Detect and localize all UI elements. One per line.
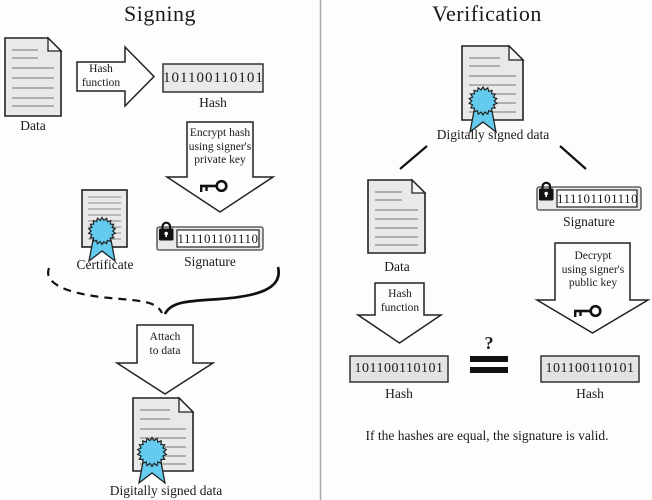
hash-value: 101100110101 [163, 70, 264, 86]
certificate-label: Certificate [76, 257, 134, 272]
hash-box-left-result [349, 355, 449, 383]
signed-data-label-left: Digitally signed data [109, 483, 223, 498]
equals-question-mark: ? [484, 333, 494, 353]
hash-box-right-result [540, 355, 640, 383]
attach-arrow-icon [114, 324, 216, 395]
hash-function-label-right: Hash function [380, 288, 420, 314]
signed-data-label-right: Digitally signed data [436, 127, 550, 142]
signature-label: Signature [184, 254, 236, 269]
equals-icon [470, 356, 508, 373]
decrypt-label: Decrypt using signer's public key [561, 250, 625, 290]
data-label-right: Data [384, 259, 410, 274]
signed-document-icon-right [461, 44, 525, 134]
padlock-icon-right [539, 181, 554, 201]
split-line-right [559, 145, 587, 170]
hash-left-label: Hash [385, 386, 413, 401]
signature-value: 111101101110 [177, 231, 259, 246]
seal-icon-left [136, 436, 168, 485]
certificate-seal-icon [87, 216, 117, 263]
private-key-icon [199, 179, 228, 193]
padlock-icon [159, 221, 174, 241]
data-document-icon-right [367, 178, 427, 254]
conclusion-text: If the hashes are equal, the signature i… [365, 428, 609, 443]
hash-function-label: Hash function [81, 63, 121, 89]
signature-label-right: Signature [563, 214, 615, 229]
public-key-icon [574, 304, 602, 318]
hash-function-arrow-icon [76, 45, 156, 108]
signature-box [156, 221, 264, 251]
hash-left-value: 101100110101 [354, 361, 444, 376]
hash-right-value: 101100110101 [545, 361, 635, 376]
data-label: Data [20, 118, 46, 133]
decrypt-arrow-icon [534, 242, 651, 334]
split-line-left [399, 145, 428, 170]
signature-value-right: 111101101110 [557, 191, 639, 206]
attach-label: Attach to data [149, 331, 181, 357]
encrypt-label: Encrypt hash using signer's private key [188, 127, 252, 167]
encrypt-arrow-icon [164, 121, 276, 213]
certificate-icon [81, 189, 128, 263]
seal-icon-right [468, 85, 498, 134]
hash-value-box [162, 63, 264, 93]
hash-right-label: Hash [576, 386, 604, 401]
hash-function-arrow-icon-right [355, 282, 444, 344]
brace-solid-curve [163, 266, 281, 315]
verification-title: Verification [432, 1, 542, 26]
signature-box-right [536, 181, 642, 211]
data-document-icon [4, 36, 63, 117]
brace-dashed-curve [47, 267, 163, 314]
signed-document-icon-left [132, 396, 195, 485]
hash-label: Hash [199, 95, 227, 110]
signing-title: Signing [124, 1, 196, 26]
